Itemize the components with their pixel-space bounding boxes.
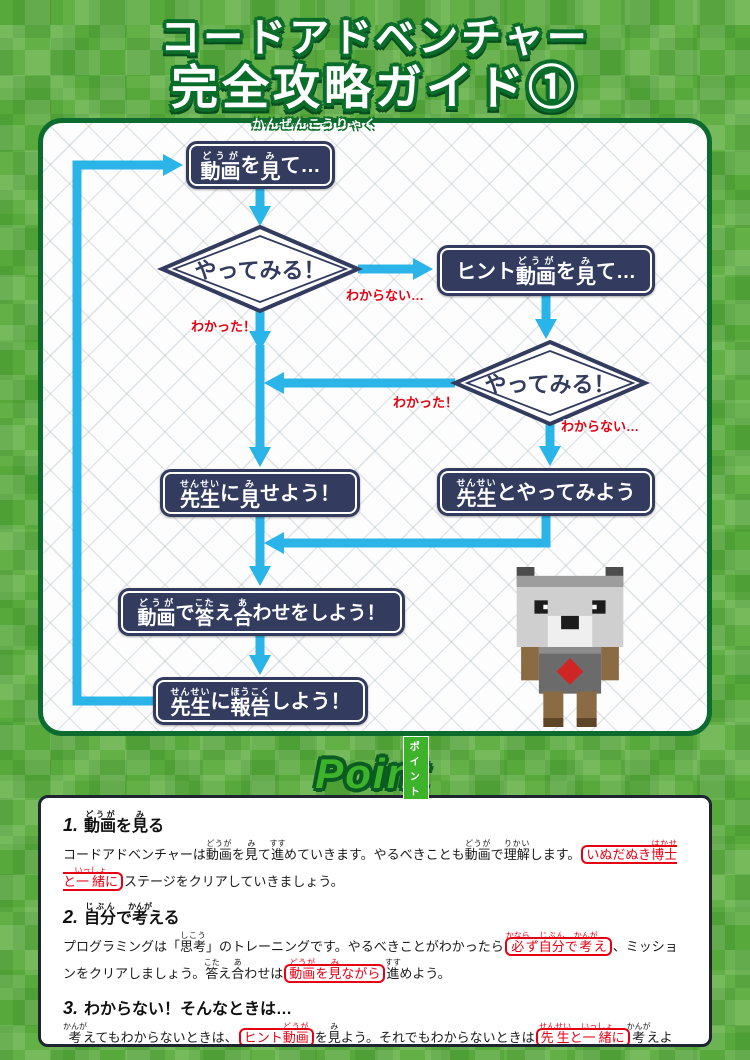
label-not-understood-2: わからない… — [561, 419, 640, 434]
point-item-3-number: 3. — [63, 997, 79, 1018]
node-with-teacher-label: 先生せんせいとやってみよう — [440, 471, 652, 513]
node-watch-video: 動画どうがを見みて… — [186, 141, 335, 189]
page-title: コードアドベンチャー 完全攻略ガイド① かんぜんこうりゃく — [0, 16, 750, 132]
point-item-2-heading-text: 自分じぶんで考かんがえる — [84, 902, 180, 928]
node-report-teacher-label: 先生せんせいに報告ほうこくしよう！ — [156, 680, 365, 722]
point-item-2-number: 2. — [63, 907, 79, 928]
decision-diamonds — [156, 224, 651, 427]
point-section-header: Point ポイント — [0, 736, 750, 800]
label-understood-2: わかった！ — [393, 395, 459, 410]
flowchart-arrows — [72, 154, 651, 706]
diamond-try1-inner-border — [171, 235, 349, 303]
node-check-answers: 動画どうがで答こたえ合あわせをしよう！ — [118, 588, 405, 636]
point-item-1: 1.動画どうがを見みる コードアドベンチャーは動画どうがを見みて進すすめていきま… — [63, 810, 687, 895]
node-report-teacher: 先生せんせいに報告ほうこくしよう！ — [153, 677, 368, 725]
node-hint-video: ヒント動画どうがを見みて… — [437, 245, 655, 296]
title-furigana: かんぜんこうりゃく — [251, 116, 378, 131]
point-item-3-heading-text: わからない！そんなときは… — [84, 1000, 293, 1018]
point-item-3-heading: 3. わからない！そんなときは… — [63, 995, 687, 1022]
node-show-teacher-label: 先生せんせいに見みせよう！ — [163, 472, 357, 514]
mascot-image — [507, 567, 633, 731]
point-item-2: 2.自分じぶんで考かんがえる プログラミングは「思考しこう」のトレーニングです。… — [63, 902, 687, 987]
node-check-answers-label: 動画どうがで答こたえ合あわせをしよう！ — [121, 591, 402, 633]
point-logo-sub-badge: ポイント — [402, 736, 429, 800]
point-item-1-heading-text: 動画どうがを見みる — [84, 810, 165, 835]
node-show-teacher: 先生せんせいに見みせよう！ — [160, 469, 360, 517]
diamond-try2-shape — [449, 339, 651, 427]
node-with-teacher: 先生せんせいとやってみよう — [437, 468, 655, 516]
title-line2: 完全攻略ガイド① — [171, 61, 579, 114]
node-watch-video-label: 動画どうがを見みて… — [189, 144, 332, 186]
point-item-3-body: 考かんがえてもわからないときは、ヒント動画どうがを見みよう。それでもわからないと… — [63, 1021, 673, 1045]
label-understood-1: わかった！ — [191, 319, 257, 334]
title-line1: コードアドベンチャー — [160, 16, 590, 60]
mascot-pixel-art — [516, 567, 624, 727]
point-item-3: 3. わからない！そんなときは… 考かんがえてもわからないときは、ヒント動画どうが… — [63, 995, 687, 1045]
node-hint-video-label: ヒント動画どうがを見みて… — [440, 248, 652, 293]
point-item-1-number: 1. — [63, 815, 79, 835]
node-try2: やってみる！ — [484, 372, 616, 397]
point-item-2-body: プログラミングは「思考しこう」のトレーニングです。やるべきことがわかったら必かな… — [63, 931, 678, 983]
diamond-try2-inner-border — [464, 350, 636, 416]
node-try1: やってみる！ — [194, 258, 326, 283]
point-panel: 1.動画どうがを見みる コードアドベンチャーは動画どうがを見みて進すすめていきま… — [38, 795, 712, 1047]
point-item-2-heading: 2.自分じぶんで考かんがえる — [63, 902, 687, 931]
point-item-1-body: コードアドベンチャーは動画どうがを見みて進すすめていきます。やるべきことも動画ど… — [63, 839, 678, 891]
arrow-with-teacher-to-left — [264, 516, 551, 554]
arrow-loop-back-to-start — [72, 154, 183, 706]
point-item-1-heading: 1.動画どうがを見みる — [63, 810, 687, 839]
diamond-try1-shape — [156, 224, 364, 314]
label-not-understood-1: わからない… — [346, 288, 425, 303]
flowchart-panel: 動画どうがを見みて… やってみる！ ヒント動画どうがを見みて… やってみる！ 先… — [38, 118, 712, 736]
